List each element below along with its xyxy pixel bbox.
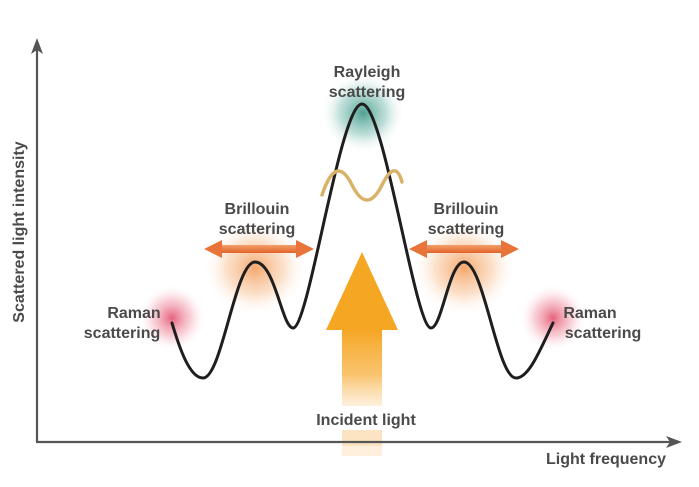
brillouin-right-shift-arrow [409,240,519,258]
brillouin-left-label-line1: Brillouin [225,201,290,218]
rayleigh-label-line2: scattering [329,84,405,101]
incident-light-label: Incident light [316,412,416,429]
raman-right-label-line2: scattering [565,325,641,342]
spectrum-curve [170,102,555,380]
brillouin-right-glow [412,220,516,316]
brillouin-left-glow [203,220,307,316]
brillouin-right-label-line1: Brillouin [434,201,499,218]
brillouin-right-label-line2: scattering [428,221,504,238]
x-axis-arrowhead [666,436,682,448]
y-axis-label: Scattered light intensity [11,141,28,322]
raman-left-label-line1: Raman [107,305,160,322]
light-wave-icon [320,169,404,202]
raman-left-glow [138,284,206,352]
x-axis-label: Light frequency [546,451,666,468]
raman-right-label-line1: Raman [563,305,616,322]
brillouin-left-label-line2: scattering [219,221,295,238]
rayleigh-glow [321,73,405,153]
raman-right-glow [519,284,587,352]
raman-left-label-line2: scattering [84,325,160,342]
y-axis-arrowhead [31,38,43,54]
rayleigh-label-line1: Rayleigh [334,64,401,81]
axes [31,38,682,448]
brillouin-left-shift-arrow [204,240,314,258]
